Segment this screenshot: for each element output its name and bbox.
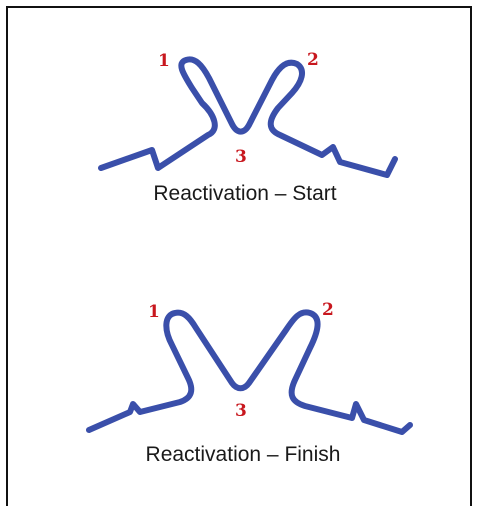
start-label-2: 2: [307, 50, 319, 70]
start-caption: Reactivation – Start: [153, 182, 336, 205]
diagram-frame: [6, 6, 472, 506]
finish-label-2: 2: [322, 300, 334, 320]
finish-caption: Reactivation – Finish: [146, 443, 341, 466]
panel-start: 1 2 3 Reactivation – Start: [98, 50, 398, 205]
start-strand: [98, 56, 398, 178]
finish-strand: [86, 309, 413, 435]
panel-finish: 1 2 3 Reactivation – Finish: [86, 300, 413, 466]
finish-label-1: 1: [148, 302, 160, 322]
reactivation-diagram: 1 2 3 Reactivation – Start 1 2 3 Reactiv…: [86, 50, 413, 466]
start-label-3: 3: [235, 147, 247, 167]
finish-label-3: 3: [235, 401, 247, 421]
start-label-1: 1: [158, 51, 170, 71]
